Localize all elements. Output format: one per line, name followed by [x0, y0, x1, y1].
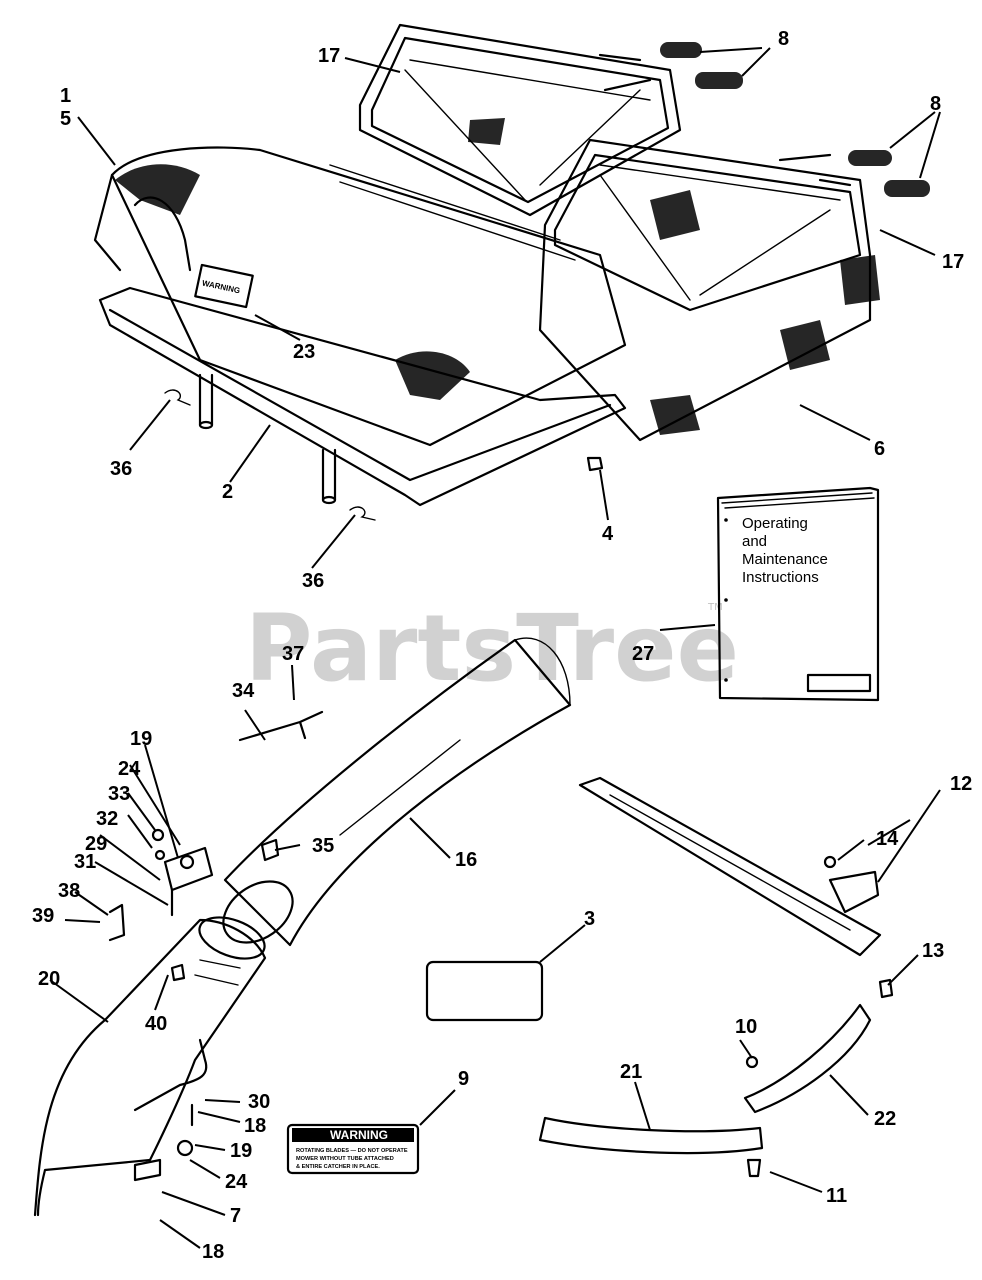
callout-2: 2 — [222, 481, 233, 503]
hood-decal-text: WARNING — [201, 278, 241, 295]
grass-bags — [358, 23, 880, 442]
callout-19-bottom: 19 — [230, 1140, 252, 1162]
callout-10: 10 — [735, 1016, 757, 1038]
callout-8-front: 8 — [930, 93, 941, 115]
callout-33: 33 — [108, 783, 130, 805]
callout-5: 5 — [60, 108, 71, 130]
callout-20: 20 — [38, 968, 60, 990]
callout-21: 21 — [620, 1061, 642, 1083]
lower-tube — [33, 916, 267, 1217]
upper-tube — [222, 637, 572, 947]
callout-4: 4 — [602, 523, 614, 545]
callout-34: 34 — [232, 680, 255, 702]
callout-24-top: 24 — [118, 758, 141, 780]
callout-1: 1 — [60, 85, 71, 107]
warning-decal: WARNING ROTATING BLADES — DO NOT OPERATE… — [286, 1123, 420, 1175]
callout-labels: 1 5 17 8 8 17 23 6 36 2 4 36 27 37 34 19… — [32, 28, 972, 1263]
watermark-text: PartsTree — [245, 595, 739, 702]
callout-13: 13 — [922, 940, 944, 962]
watermark-tm: TM — [707, 602, 723, 613]
warning-line-3: & ENTIRE CATCHER IN PLACE. — [296, 1164, 380, 1170]
leader-lines — [49, 47, 941, 1249]
mounting-frame — [98, 286, 627, 521]
callout-22: 22 — [874, 1108, 896, 1130]
manual-line-3: Maintenance — [742, 551, 828, 568]
callout-7: 7 — [230, 1205, 241, 1227]
callout-29: 29 — [85, 833, 107, 855]
manual-line-1: Operating — [742, 515, 808, 532]
callout-30: 30 — [248, 1091, 270, 1113]
callout-38: 38 — [58, 880, 80, 902]
callout-6: 6 — [874, 438, 885, 460]
callout-14: 14 — [876, 828, 899, 850]
callout-40: 40 — [145, 1013, 167, 1035]
callout-16: 16 — [455, 849, 477, 871]
callout-17-front: 17 — [942, 251, 964, 273]
manual-line-4: Instructions — [742, 569, 819, 586]
callout-27: 27 — [632, 643, 654, 665]
callout-35: 35 — [312, 835, 334, 857]
callout-3: 3 — [584, 908, 595, 930]
callout-19-top: 19 — [130, 728, 152, 750]
callout-18-mid: 18 — [244, 1115, 266, 1137]
callout-39: 39 — [32, 905, 54, 927]
callout-12: 12 — [950, 773, 972, 795]
mower-blade — [578, 776, 882, 957]
callout-17-rear: 17 — [318, 45, 340, 67]
blade-baffle — [538, 855, 894, 1178]
callout-8-rear: 8 — [778, 28, 789, 50]
callout-11: 11 — [826, 1185, 847, 1207]
manual-line-2: and — [742, 533, 767, 550]
callout-36-left: 36 — [110, 458, 132, 480]
callout-32: 32 — [96, 808, 118, 830]
warning-line-1: ROTATING BLADES — DO NOT OPERATE — [296, 1148, 408, 1154]
callout-23: 23 — [293, 341, 315, 363]
handle-grips — [660, 42, 930, 197]
owners-manual: Operating and Maintenance Instructions — [716, 486, 880, 702]
callout-24-bottom: 24 — [225, 1171, 248, 1193]
hood-warning-decal — [194, 263, 254, 309]
warning-line-2: MOWER WITHOUT TUBE ATTACHED — [296, 1156, 394, 1162]
callout-31: 31 — [74, 851, 96, 873]
blank-decal — [425, 960, 544, 1022]
callout-37: 37 — [282, 643, 304, 665]
callout-36-bottom: 36 — [302, 570, 324, 592]
callout-18-bottom: 18 — [202, 1241, 224, 1263]
warning-decal-title: WARNING — [330, 1128, 388, 1142]
callout-9: 9 — [458, 1068, 469, 1090]
